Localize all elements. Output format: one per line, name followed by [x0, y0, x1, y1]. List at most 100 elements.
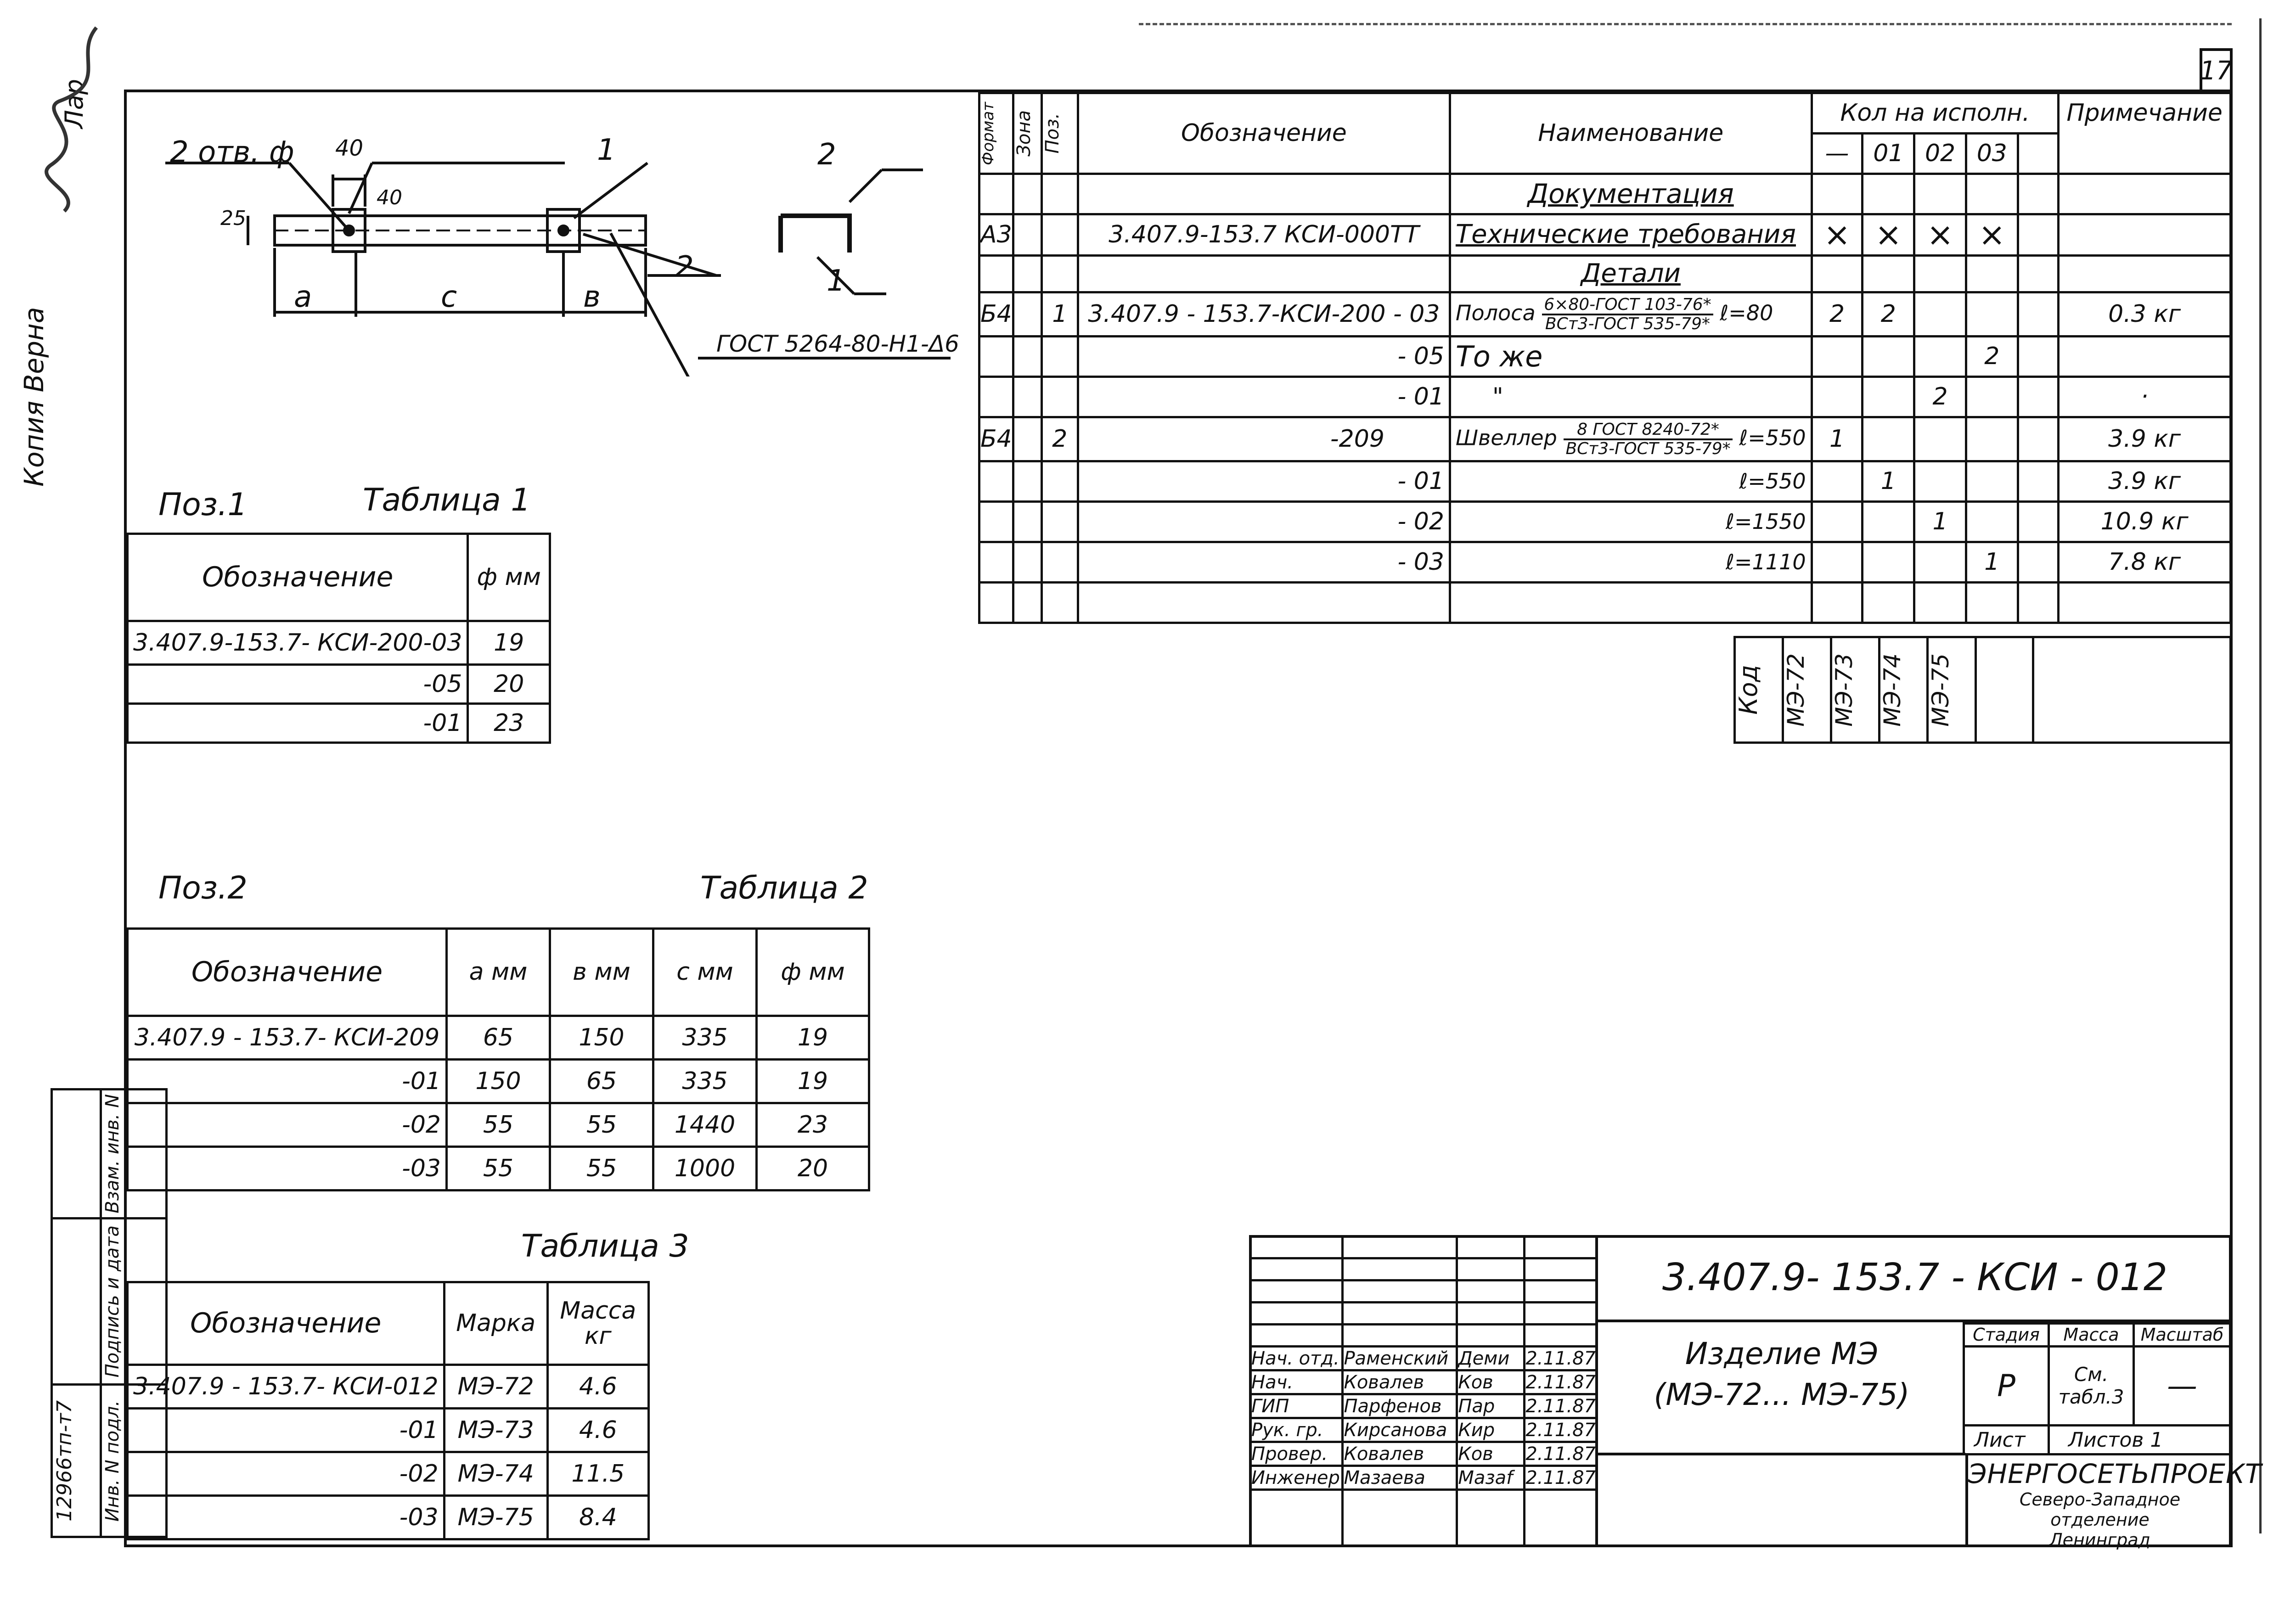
spec-r6-q2: 1 [1913, 500, 1967, 543]
spec-h-zone: Зона [1013, 110, 1035, 157]
t2-r0-c3: 335 [652, 1015, 758, 1061]
doc-code: 3.407.9- 153.7 - КСИ - 012 [1595, 1235, 2232, 1322]
t2-r0-c1: 65 [445, 1015, 551, 1061]
pos-1-section-callout: 1 [827, 264, 845, 298]
t3-r3-c2: 8.4 [546, 1494, 650, 1540]
stamp-cell-signdate: Подпись и дата [102, 1225, 123, 1378]
t2-r1-c4: 19 [755, 1058, 870, 1104]
code-me72: МЭ-72 [1783, 653, 1809, 727]
spec-r4-name: Швеллер [1455, 425, 1557, 450]
spec-r6-name: ℓ=1550 [1448, 500, 1813, 543]
t3-r0-c0: 3.407.9 - 153.7- КСИ-012 [126, 1364, 445, 1410]
t2-h-a: a мм [445, 927, 551, 1017]
table3-title: Таблица 3 [521, 1228, 689, 1264]
spec-r2-name: То же [1448, 335, 1813, 378]
spec-h-qty-2: 02 [1913, 132, 1967, 175]
t2-r3-c2: 55 [549, 1146, 654, 1191]
spec-r5-q0 [1810, 460, 1864, 503]
spec-r1-frac-n: 6×80-ГОСТ 103-76* [1542, 296, 1713, 315]
spec-r5-q2 [1913, 460, 1967, 503]
spec-r7-q0 [1810, 541, 1864, 584]
spec-r6-note: 10.9 кг [2057, 500, 2232, 543]
spec-r4-frac-n: 8 ГОСТ 8240-72* [1564, 421, 1733, 440]
org-city: Ленинград [2049, 1530, 2150, 1550]
t2-r2-c3: 1440 [652, 1102, 758, 1148]
tb-role-1: Нач. [1249, 1369, 1344, 1395]
spec-r5-q3 [1964, 460, 2019, 503]
t3-r0-c1: МЭ-72 [443, 1364, 549, 1410]
tb-role-0: Нач. отд. [1249, 1345, 1344, 1371]
tb-role-4: Провер. [1249, 1441, 1344, 1467]
code-empty [1975, 636, 2034, 744]
stamp-cell-replace: Взам. инв. N [102, 1094, 123, 1214]
spec-r3-format [978, 376, 1014, 418]
tb-sign-4: Ков [1456, 1441, 1526, 1467]
holes-label: 2 отв. ф [170, 135, 294, 169]
spec-r1-q2 [1913, 291, 1967, 337]
spec-r1-q1: 2 [1861, 291, 1916, 337]
pos-2-section-callout: 2 [817, 138, 836, 172]
spec-table: Формат Зона Поз. Обозначение Наименовани… [978, 92, 2232, 624]
stage-mass-scale: Стадия Масса Масштаб Р См. табл.3 — Лист… [1963, 1322, 2232, 1455]
spec-r5-q1: 1 [1861, 460, 1916, 503]
tb-sign-0: Деми [1456, 1345, 1526, 1371]
spec-r1-q0: 2 [1810, 291, 1864, 337]
spec-r4-frac-d: ВСт3-ГОСТ 535-79* [1565, 439, 1731, 458]
title-empty-cell [1595, 1455, 1965, 1547]
spec-h-qty-3: 03 [1964, 132, 2019, 175]
spec-r0-designation: 3.407.9-153.7 КСИ-000ТТ [1076, 213, 1451, 257]
spec-r4-length: ℓ=550 [1739, 425, 1806, 450]
spec-r5-note: 3.9 кг [2057, 460, 2232, 503]
scale-label: Масштаб [2133, 1322, 2232, 1348]
stage-label: Стадия [1963, 1322, 2050, 1348]
spec-r2-q3: 2 [1964, 335, 2019, 378]
dim-40-top: 40 [335, 135, 364, 161]
t2-r3-c3: 1000 [652, 1146, 758, 1191]
org-name: ЭНЕРГОСЕТЬПРОЕКТ [1968, 1458, 2262, 1489]
spec-r4-format: Б4 [978, 416, 1014, 462]
spec-r4-note: 3.9 кг [2057, 416, 2232, 462]
spec-r5-name: ℓ=550 [1448, 460, 1813, 503]
spec-r0-q0: × [1810, 213, 1864, 257]
table1-title: Таблица 1 [363, 482, 531, 518]
sheets-label: Листов 1 [2048, 1424, 2232, 1455]
t2-r3-c0: -03 [126, 1146, 448, 1191]
spec-r7-format [978, 541, 1014, 584]
table-3: Обозначение Марка Масса кг 3.407.9 - 153… [126, 1281, 650, 1540]
t2-r2-c0: -02 [126, 1102, 448, 1148]
t2-r1-c2: 65 [549, 1058, 654, 1104]
spec-r1-name: Полоса [1455, 300, 1536, 325]
spec-r1-q3 [1964, 291, 2019, 337]
tb-sign-5: Мазаf [1456, 1465, 1526, 1491]
spec-r0-name: Технические требования [1448, 213, 1813, 257]
spec-r6-q3 [1964, 500, 2019, 543]
spec-section-docs: Документация [1448, 173, 1813, 215]
product-sub: (МЭ-72... МЭ-75) [1654, 1377, 1910, 1412]
spec-r3-q0 [1810, 376, 1864, 418]
spec-r2-pos [1040, 335, 1079, 378]
tb-name-2: Парфенов [1341, 1393, 1458, 1419]
spec-r4-q3 [1964, 416, 2019, 462]
weld-standard: ГОСТ 5264-80-Н1-Δ6 [716, 331, 959, 357]
spec-r3-name: " [1448, 376, 1813, 418]
t1-r2-c1: 23 [467, 702, 551, 744]
spec-r1-frac-d: ВСт3-ГОСТ 535-79* [1545, 314, 1711, 333]
pos-1-callout: 1 [597, 133, 616, 167]
t2-r3-c1: 55 [445, 1146, 551, 1191]
right-edge-line [2259, 18, 2262, 1533]
t2-h-designation: Обозначение [126, 927, 448, 1017]
spec-r4-pos: 2 [1040, 416, 1079, 462]
spec-r5-pos [1040, 460, 1079, 503]
top-dashed-line [1139, 23, 2232, 25]
code-table: Код МЭ-72 МЭ-73 МЭ-74 МЭ-75 [1733, 636, 2232, 744]
t1-r0-c0: 3.407.9-153.7- КСИ-200-03 [126, 620, 469, 666]
spec-r2-q0 [1810, 335, 1864, 378]
spec-r7-designation: - 03 [1076, 541, 1451, 584]
t1-r1-c0: -05 [126, 663, 469, 705]
t2-r1-c0: -01 [126, 1058, 448, 1104]
spec-h-name: Наименование [1448, 92, 1813, 175]
spec-r4-designation: -209 [1076, 416, 1451, 462]
tb-role-5: Инженер [1249, 1465, 1344, 1491]
t1-h-phi: ф мм [467, 533, 551, 622]
t3-r1-c2: 4.6 [546, 1407, 650, 1453]
